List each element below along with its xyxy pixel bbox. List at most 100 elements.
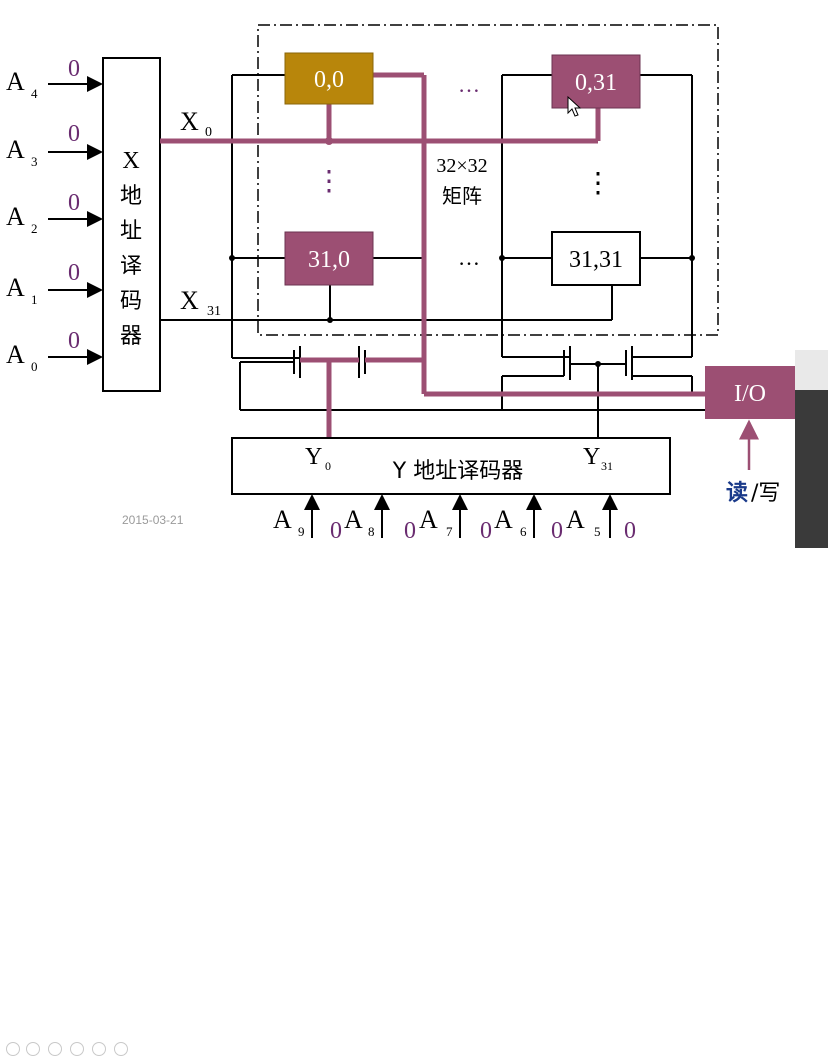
svg-text:0: 0 [551, 518, 563, 544]
junction-x31 [327, 317, 333, 323]
y31-label: Y 31 [583, 444, 613, 473]
svg-text:A: A [6, 273, 25, 302]
x31-label: X 31 [180, 286, 221, 319]
svg-text:0: 0 [325, 459, 331, 473]
selected-wires [160, 72, 705, 438]
mouse-cursor-icon [567, 95, 582, 117]
svg-text:1: 1 [31, 292, 38, 307]
svg-text:X: X [180, 107, 199, 136]
svg-text:A: A [419, 505, 438, 534]
more-icon[interactable] [114, 1042, 128, 1056]
input-a8: A 8 0 [344, 505, 416, 544]
junction-r2 [689, 255, 695, 261]
x-input-arrows [48, 76, 103, 365]
prev-icon[interactable] [6, 1042, 20, 1056]
svg-text:A: A [6, 135, 25, 164]
date-stamp: 2015-03-21 [122, 513, 184, 527]
svg-text:31,0: 31,0 [308, 247, 350, 273]
cell-0-0[interactable]: 0,0 [284, 52, 374, 105]
svg-text:6: 6 [520, 524, 527, 539]
junction-r1 [499, 255, 505, 261]
svg-text:0: 0 [68, 56, 80, 82]
svg-text:A: A [344, 505, 363, 534]
input-a9: A 9 0 [273, 505, 342, 544]
svg-text:0: 0 [31, 359, 38, 374]
x0-label: X 0 [180, 107, 212, 140]
input-a4: A 4 0 [6, 56, 80, 101]
svg-text:A: A [273, 505, 292, 534]
svg-text:2: 2 [31, 221, 38, 236]
matrix-label-text: 矩阵 [442, 184, 482, 208]
svg-text:0: 0 [68, 190, 80, 216]
cell-31-0[interactable]: 31,0 [284, 231, 374, 286]
junction-ty [595, 361, 601, 367]
svg-text:5: 5 [594, 524, 601, 539]
svg-text:址: 址 [120, 219, 142, 244]
y-decoder-label: Y 地址译码器 [392, 459, 523, 484]
svg-text:0: 0 [480, 518, 492, 544]
svg-text:31: 31 [601, 459, 613, 473]
svg-text:31: 31 [207, 304, 221, 319]
junction-l1 [229, 255, 235, 261]
v-dots-left: ⋮ [315, 166, 343, 197]
matrix-label-size: 32×32 [436, 155, 487, 177]
svg-text:读: 读 [726, 481, 748, 506]
junction-x0 [325, 137, 333, 145]
svg-text:0: 0 [68, 121, 80, 147]
svg-text:8: 8 [368, 524, 375, 539]
y-input-arrows [304, 494, 618, 538]
zoom-icon[interactable] [92, 1042, 106, 1056]
input-a1: A 1 0 [6, 260, 80, 307]
svg-text:地: 地 [120, 184, 142, 209]
memory-diagram: X 地 址 译 码 器 A 4 0 A 3 0 A 2 0 A 1 0 A 0 … [6, 24, 795, 544]
svg-text:0,0: 0,0 [314, 67, 344, 93]
svg-text:A: A [566, 505, 585, 534]
svg-text:/写: /写 [751, 481, 780, 506]
svg-text:7: 7 [446, 524, 453, 539]
svg-text:A: A [494, 505, 513, 534]
svg-text:器: 器 [120, 324, 142, 349]
svg-text:0: 0 [205, 125, 212, 140]
svg-text:9: 9 [298, 524, 305, 539]
pen-icon[interactable] [48, 1042, 62, 1056]
read-write-label: 读 /写 [726, 481, 780, 506]
svg-text:0: 0 [404, 518, 416, 544]
svg-text:4: 4 [31, 86, 38, 101]
svg-text:3: 3 [31, 154, 38, 169]
svg-text:A: A [6, 202, 25, 231]
svg-text:0: 0 [68, 328, 80, 354]
h-dots-bottom: … [458, 245, 480, 270]
svg-text:A: A [6, 67, 25, 96]
svg-text:X: X [180, 286, 199, 315]
svg-text:0: 0 [624, 518, 636, 544]
cell-0-31[interactable]: 0,31 [551, 54, 641, 109]
x-decoder-label: X 地 址 译 码 器 [120, 148, 142, 349]
input-a7: A 7 0 [419, 505, 492, 544]
svg-text:I/O: I/O [734, 381, 766, 407]
svg-text:Y: Y [305, 444, 322, 470]
matrix-border [257, 24, 719, 336]
input-a3: A 3 0 [6, 121, 80, 169]
svg-text:31,31: 31,31 [569, 247, 623, 273]
svg-text:X: X [122, 148, 139, 174]
svg-text:Y: Y [583, 444, 600, 470]
svg-text:码: 码 [120, 289, 142, 314]
x-decoder-box [102, 57, 161, 392]
input-a5: A 5 0 [566, 505, 636, 544]
input-a2: A 2 0 [6, 190, 80, 236]
input-a0: A 0 0 [6, 328, 80, 374]
svg-text:0,31: 0,31 [575, 70, 617, 96]
svg-text:译: 译 [120, 254, 142, 279]
svg-text:0: 0 [330, 518, 342, 544]
slides-icon[interactable] [70, 1042, 84, 1056]
y0-label: Y 0 [305, 444, 331, 473]
next-icon[interactable] [26, 1042, 40, 1056]
svg-text:0: 0 [68, 260, 80, 286]
io-box[interactable]: I/O [705, 366, 795, 419]
v-dots-right: ⋮ [584, 168, 612, 199]
cell-31-31[interactable]: 31,31 [551, 231, 641, 286]
y-decoder-box [231, 437, 671, 495]
input-a6: A 6 0 [494, 505, 563, 544]
svg-text:A: A [6, 340, 25, 369]
h-dots-top: … [458, 72, 480, 97]
